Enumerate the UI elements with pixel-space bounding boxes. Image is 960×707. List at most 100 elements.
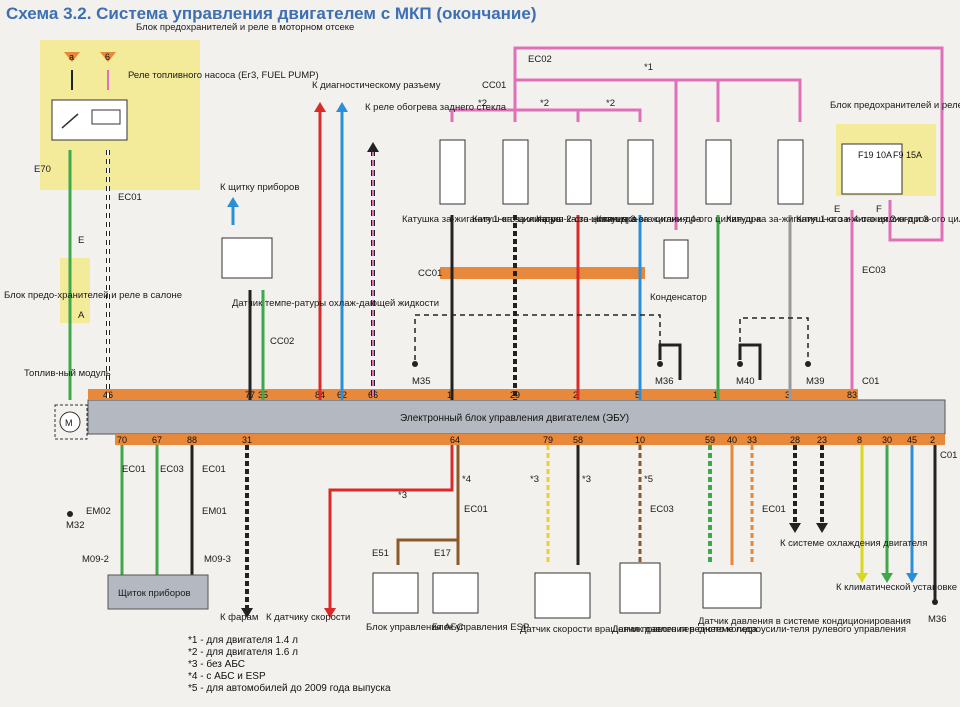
wire-pink-bus: [513, 46, 944, 242]
label-pin-f: F: [876, 204, 882, 215]
label-fuse-block-engine: Блок предохранителей и реле в моторном о…: [136, 22, 354, 33]
label-c01-b: C01: [940, 450, 957, 461]
ground-m40-wire: [738, 343, 762, 380]
capacitor-box: [663, 239, 689, 279]
wire-bottom-64-brown: [396, 445, 460, 565]
ecu-bottom-pin-2: 88: [187, 435, 197, 445]
label-ec01-c: EC01: [202, 464, 226, 475]
ignition-coils: [439, 139, 804, 205]
instrument-panel-label: Щиток приборов: [118, 588, 191, 599]
wheel-speed-box: [534, 572, 591, 619]
label-ec01-left: EC01: [118, 192, 142, 203]
label-ec01-mid: EC01: [464, 504, 488, 515]
fuel-module-box: [54, 404, 88, 440]
footnote-4: *5 - для автомобилей до 2009 года выпуск…: [188, 682, 391, 694]
label-diag-connector: К диагностическому разъему: [312, 80, 441, 91]
motor-glyph: M: [65, 418, 73, 428]
relay-pin-a-tri: [64, 52, 80, 62]
ecu-bottom-connector: [115, 434, 945, 445]
label-cc01-top: CC01: [482, 80, 506, 91]
label-fuse-block-cabin-right: Блок предохранителей и реле в салоне: [830, 100, 960, 111]
ground-m36-wire: [658, 343, 682, 380]
fuel-pump-relay-body: [51, 99, 128, 141]
label-star1: *1: [644, 62, 653, 73]
ecu-bottom-pin-6: 58: [573, 435, 583, 445]
label-coil4: Катуш-ка за-жигания 4-ого цилин-дра: [596, 214, 762, 225]
label-star2-a: *2: [478, 98, 487, 109]
footnote-2: *3 - без АБС: [188, 658, 245, 670]
ecu-bottom-pin-5: 79: [543, 435, 553, 445]
ecu-top-pin-6: 1: [447, 390, 452, 400]
label-c01: C01: [862, 376, 879, 387]
label-star3-c: *3: [582, 474, 591, 485]
label-ec01-b: EC01: [122, 464, 146, 475]
label-instrument-top: К щитку приборов: [220, 182, 299, 193]
arrow-cooling-28: [789, 523, 801, 533]
ecu-bottom-pin-8: 59: [705, 435, 715, 445]
ecu-bottom-pin-4: 64: [450, 435, 460, 445]
ecu-bar: [87, 399, 946, 435]
label-rear-window: К реле обогрева заднего стекла: [365, 102, 507, 113]
ecu-top-pin-12: 83: [847, 390, 857, 400]
label-coolant-sensor: Датчик темпе-ратуры охлаж-дающей жидкост…: [232, 298, 439, 309]
label-m32: M32: [66, 520, 84, 531]
ecu-bottom-pin-10: 33: [747, 435, 757, 445]
coil2-body: [502, 139, 529, 205]
arrow-diag-blue: [336, 102, 348, 112]
ground-m35-dot: [412, 361, 418, 367]
ground-m39-dot: [805, 361, 811, 367]
label-em02: EM02: [86, 506, 111, 517]
labels: Блок предохранителей и реле в моторном о…: [4, 22, 960, 635]
coil3-body: [565, 139, 592, 205]
label-m35: M35: [412, 376, 430, 387]
label-ec03: EC03: [862, 265, 886, 276]
label-coil2: Катуш-ка за-жигания 2-ого цилин-дра: [472, 214, 638, 225]
cabin-fuse-block-zone-left: [60, 258, 90, 323]
label-m36-b: M36: [928, 614, 946, 625]
ecu-bottom-pin-1: 67: [152, 435, 162, 445]
coil1-body: [439, 139, 466, 205]
footnote-1: *2 - для двигателя 1.6 л: [188, 647, 298, 658]
label-abs-unit: Блок управления АБС: [366, 622, 464, 633]
label-fuse-block-cabin-left: Блок предо-хранителей и реле в салоне: [4, 290, 182, 301]
ecu-bottom-pin-11: 28: [790, 435, 800, 445]
esp-unit-box: [432, 572, 479, 614]
label-star2-b: *2: [540, 98, 549, 109]
ecu-top-connector: [88, 389, 858, 400]
label-ec03-c: EC03: [650, 504, 674, 515]
label-fuel-pump-relay: Реле топливного насоса (Ег3, FUEL PUMP): [128, 70, 319, 81]
label-coil23: Катуш-ка за-жигания 2-ого и 3-ого цилин-…: [796, 214, 960, 225]
label-pin-a: A: [78, 310, 85, 321]
ecu-bottom-pin-16: 2: [930, 435, 935, 445]
label-e51: E51: [372, 548, 389, 559]
wire-bottom-64-red: [328, 445, 454, 610]
footnotes: *1 - для двигателя 1.4 л*2 - для двигате…: [188, 635, 391, 694]
label-ac-pressure: Датчик давления в системе кондиционирова…: [698, 616, 911, 627]
label-cc01-mid: CC01: [418, 268, 442, 279]
arrow-rear-window: [367, 142, 379, 152]
label-relay-pin-a: а: [69, 52, 74, 62]
ecu-bottom-pin-13: 8: [857, 435, 862, 445]
label-m39: M39: [806, 376, 824, 387]
label-to-headlights: К фарам: [220, 612, 258, 623]
label-cooling: К системе охлаждения двигателя: [780, 538, 927, 549]
ecu-bottom-pin-0: 70: [117, 435, 127, 445]
arrow-diag-red: [314, 102, 326, 112]
coil4-body: [627, 139, 654, 205]
arrow-speed-sensor: [324, 608, 336, 618]
footnote-3: *4 - с АБС и ESP: [188, 671, 266, 682]
relay-switch: [61, 113, 79, 129]
label-relay-pin-6: 6: [105, 52, 110, 62]
ground-m40-dot: [737, 361, 743, 367]
cc01-connector: [440, 267, 645, 279]
page-title: Схема 3.2. Система управления двигателем…: [6, 4, 537, 23]
label-coil3: Катуш-ка за-жигания 3-ого цилин-дра: [536, 214, 702, 225]
label-coil14: Катуш-ка за-жигания 1-ого и 4-ого цилин-…: [726, 214, 929, 225]
arrow-cooling-23: [816, 523, 828, 533]
footnote-0: *1 - для двигателя 1.4 л: [188, 635, 298, 646]
label-fuel-module: Топлив-ный модуль: [24, 368, 111, 379]
label-to-speed-sensor: К датчику скорости: [266, 612, 350, 623]
label-star3-b: *3: [530, 474, 539, 485]
